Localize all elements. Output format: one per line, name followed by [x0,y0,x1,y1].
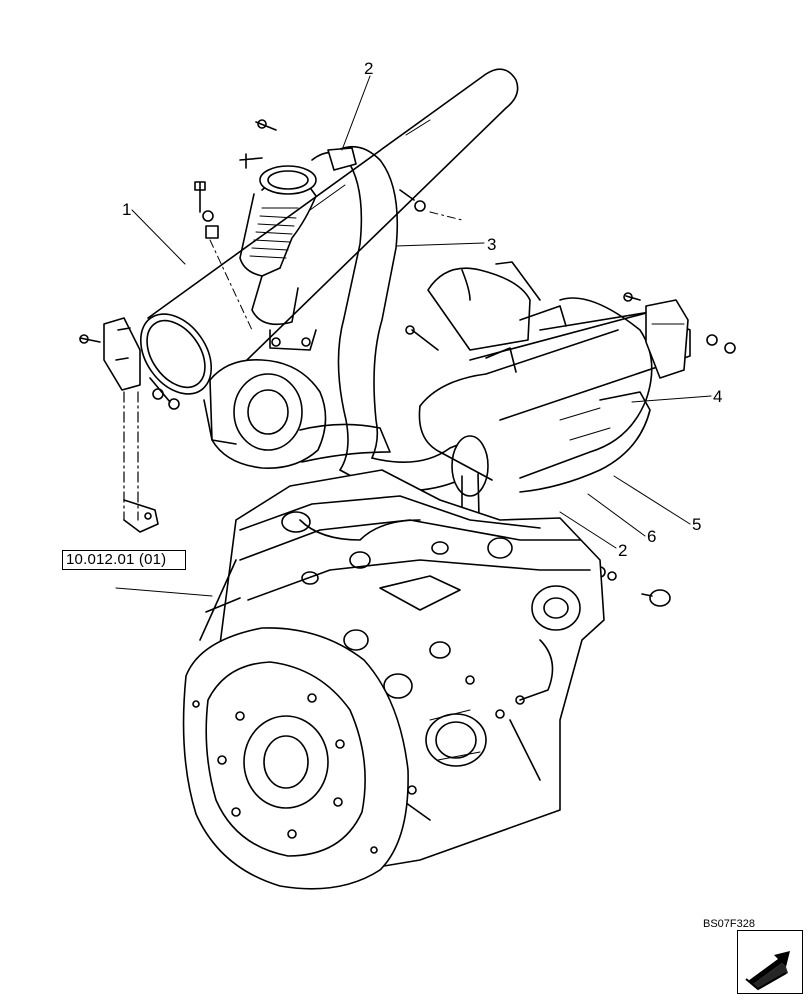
callout-2-top: 2 [364,59,373,78]
turbocharger [203,359,391,469]
callout-5: 5 [692,515,701,534]
callout-3: 3 [487,235,496,254]
callout-4: 4 [713,387,722,406]
flywheel-housing [182,627,409,890]
leader-lines [115,75,712,597]
exhaust-pipe [311,145,489,497]
flex-pipe [239,119,317,351]
callout-2-bottom: 2 [618,541,627,560]
reference-link-box[interactable] [62,550,186,570]
muffler-part [139,68,519,395]
muffler-bracket [79,317,180,533]
figure-code: BS07F328 [703,918,755,930]
callout-1: 1 [122,200,131,219]
callout-6: 6 [647,527,656,546]
next-page-button[interactable] [737,930,803,994]
reference-link-label[interactable]: 10.012.01 (01) [66,551,167,568]
heat-shield [418,261,691,493]
next-page-arrow-icon [745,951,790,991]
